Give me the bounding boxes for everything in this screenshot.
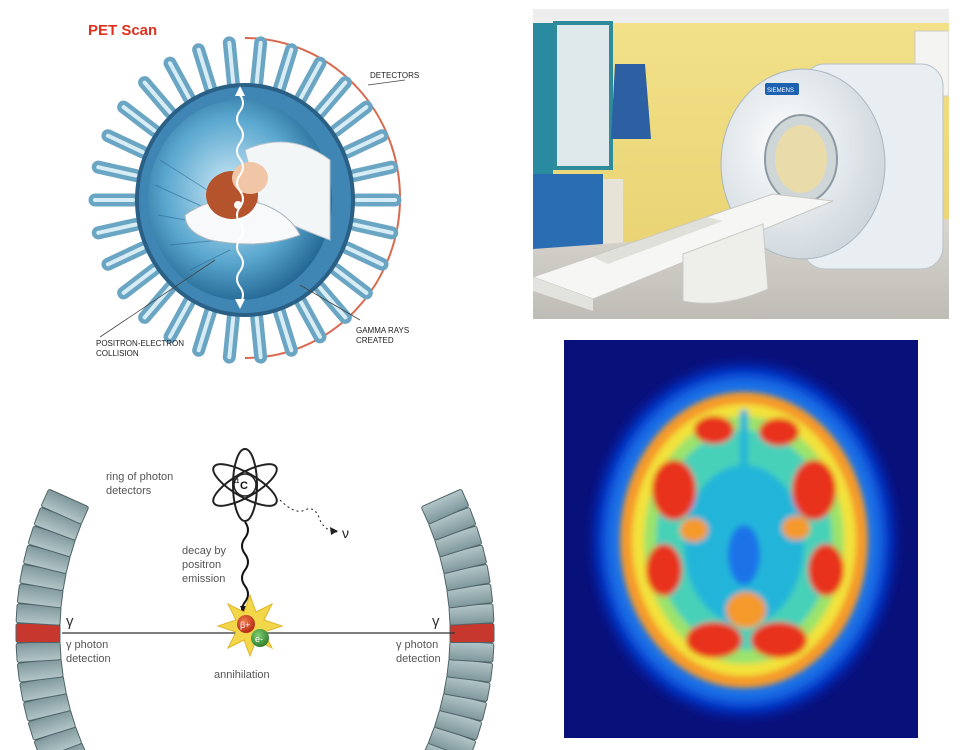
detector-highlight: [277, 310, 294, 353]
right-detection-label-1: γ photon: [396, 639, 438, 651]
electron-label: e-: [255, 634, 263, 644]
decay-label-3: emission: [182, 573, 225, 585]
detector-highlight: [317, 285, 348, 320]
detector-highlight: [121, 267, 157, 295]
detector-highlight: [277, 47, 294, 90]
collision-callout-line: [99, 259, 216, 338]
ring-label-2: detectors: [106, 485, 152, 497]
detector-highlight: [105, 133, 145, 155]
scanner-room-photo: SIEMENS: [533, 9, 949, 319]
neutrino-arrow: [330, 527, 338, 535]
detector-highlight: [352, 165, 394, 178]
detector-highlight: [345, 133, 385, 155]
annihilation-label: annihilation: [214, 669, 270, 681]
bore-inner: [775, 125, 827, 193]
detector-block-hit: [15, 623, 61, 643]
right-detector-arc: [421, 489, 495, 750]
hanging-apron: [611, 64, 651, 139]
detector-highlight: [96, 222, 138, 235]
annihilation-diagram: C 11 ν β+ e- ring of photon detectors de…: [0, 390, 520, 750]
decay-path: [241, 521, 249, 628]
positron-particle: [237, 615, 255, 633]
left-detection-label-1: γ photon: [66, 639, 108, 651]
annihilation-svg: C 11 ν β+ e- ring of photon detectors de…: [15, 448, 495, 750]
brain-pet-scan-image: [564, 340, 918, 738]
patient-table-top: [533, 193, 834, 300]
detector-highlight: [196, 47, 213, 90]
detector-ring: [88, 36, 402, 364]
detector-block: [448, 640, 495, 663]
collision-label-1: POSITRON-ELECTRON: [96, 339, 184, 348]
patient-table-base: [682, 223, 769, 304]
isotope-symbol: C: [240, 480, 248, 492]
wall-trim: [533, 23, 553, 183]
detector-highlight: [345, 245, 385, 267]
detector-highlight: [196, 310, 213, 353]
neutrino-label: ν: [342, 525, 349, 541]
detector-highlight: [121, 105, 157, 133]
wall-window: [553, 21, 613, 170]
detector-block: [15, 640, 62, 663]
detector-highlight: [352, 222, 394, 235]
detector-highlight: [333, 105, 369, 133]
patient-face: [232, 162, 268, 194]
detector-highlight: [142, 80, 173, 115]
gamma-ray-path: [236, 94, 244, 304]
pet-scan-svg: PET Scan DETECTORS GAM: [88, 22, 419, 364]
detector-highlight: [299, 61, 322, 100]
gamma-arrow-up: [235, 86, 245, 96]
detector-highlight: [254, 40, 263, 85]
detectors-callout-line: [367, 79, 406, 86]
gantry-logo-badge: [765, 83, 799, 95]
detector-highlight: [105, 245, 145, 267]
gamma-left-symbol: γ: [66, 613, 74, 630]
pet-scan-title: PET Scan: [88, 22, 157, 39]
detector-highlight: [299, 300, 322, 339]
left-detection-label-2: detection: [66, 653, 111, 665]
gamma-callout-line: [299, 284, 361, 321]
collision-label-2: COLLISION: [96, 349, 139, 358]
isotope-mass: 11: [233, 479, 240, 485]
side-cabinet: [533, 174, 603, 249]
gantry-logo-text: SIEMENS: [767, 88, 794, 94]
carbon-atom: C 11: [212, 448, 278, 522]
gamma-right-symbol: γ: [432, 613, 440, 630]
positron-label: β+: [240, 620, 250, 630]
detector-highlight: [168, 61, 191, 100]
gamma-rays-label-1: GAMMA RAYS: [356, 326, 409, 335]
detector-highlight: [254, 315, 263, 360]
gamma-rays-label-2: CREATED: [356, 336, 394, 345]
detector-highlight: [227, 315, 236, 360]
brain-tissue: [620, 392, 868, 688]
detector-block: [421, 489, 469, 525]
left-detector-arc: [15, 489, 89, 750]
detector-highlight: [317, 80, 348, 115]
collision-point: [234, 201, 242, 209]
detector-highlight: [333, 267, 369, 295]
decay-label-1: decay by: [182, 545, 227, 557]
ring-label-1: ring of photon: [106, 471, 173, 483]
detector-highlight: [96, 165, 138, 178]
detectors-label: DETECTORS: [370, 71, 419, 80]
patient-table-side: [533, 277, 593, 311]
scanner-photo-svg: SIEMENS: [533, 9, 949, 319]
ceiling: [533, 9, 949, 23]
table-cushion: [593, 217, 723, 264]
pet-scan-illustration: PET Scan DETECTORS GAM: [0, 0, 520, 370]
detector-block: [41, 489, 89, 525]
detector-highlight: [227, 40, 236, 85]
electron-particle: [251, 629, 269, 647]
neutrino-path: [279, 499, 341, 533]
brain-scan-svg: [564, 340, 918, 738]
decay-label-2: positron: [182, 559, 221, 571]
gamma-arrow-down: [235, 299, 245, 309]
side-shelf: [603, 179, 623, 249]
right-detection-label-2: detection: [396, 653, 441, 665]
detector-highlight: [142, 285, 173, 320]
detector-highlight: [168, 300, 191, 339]
detector-block-hit: [449, 623, 495, 643]
